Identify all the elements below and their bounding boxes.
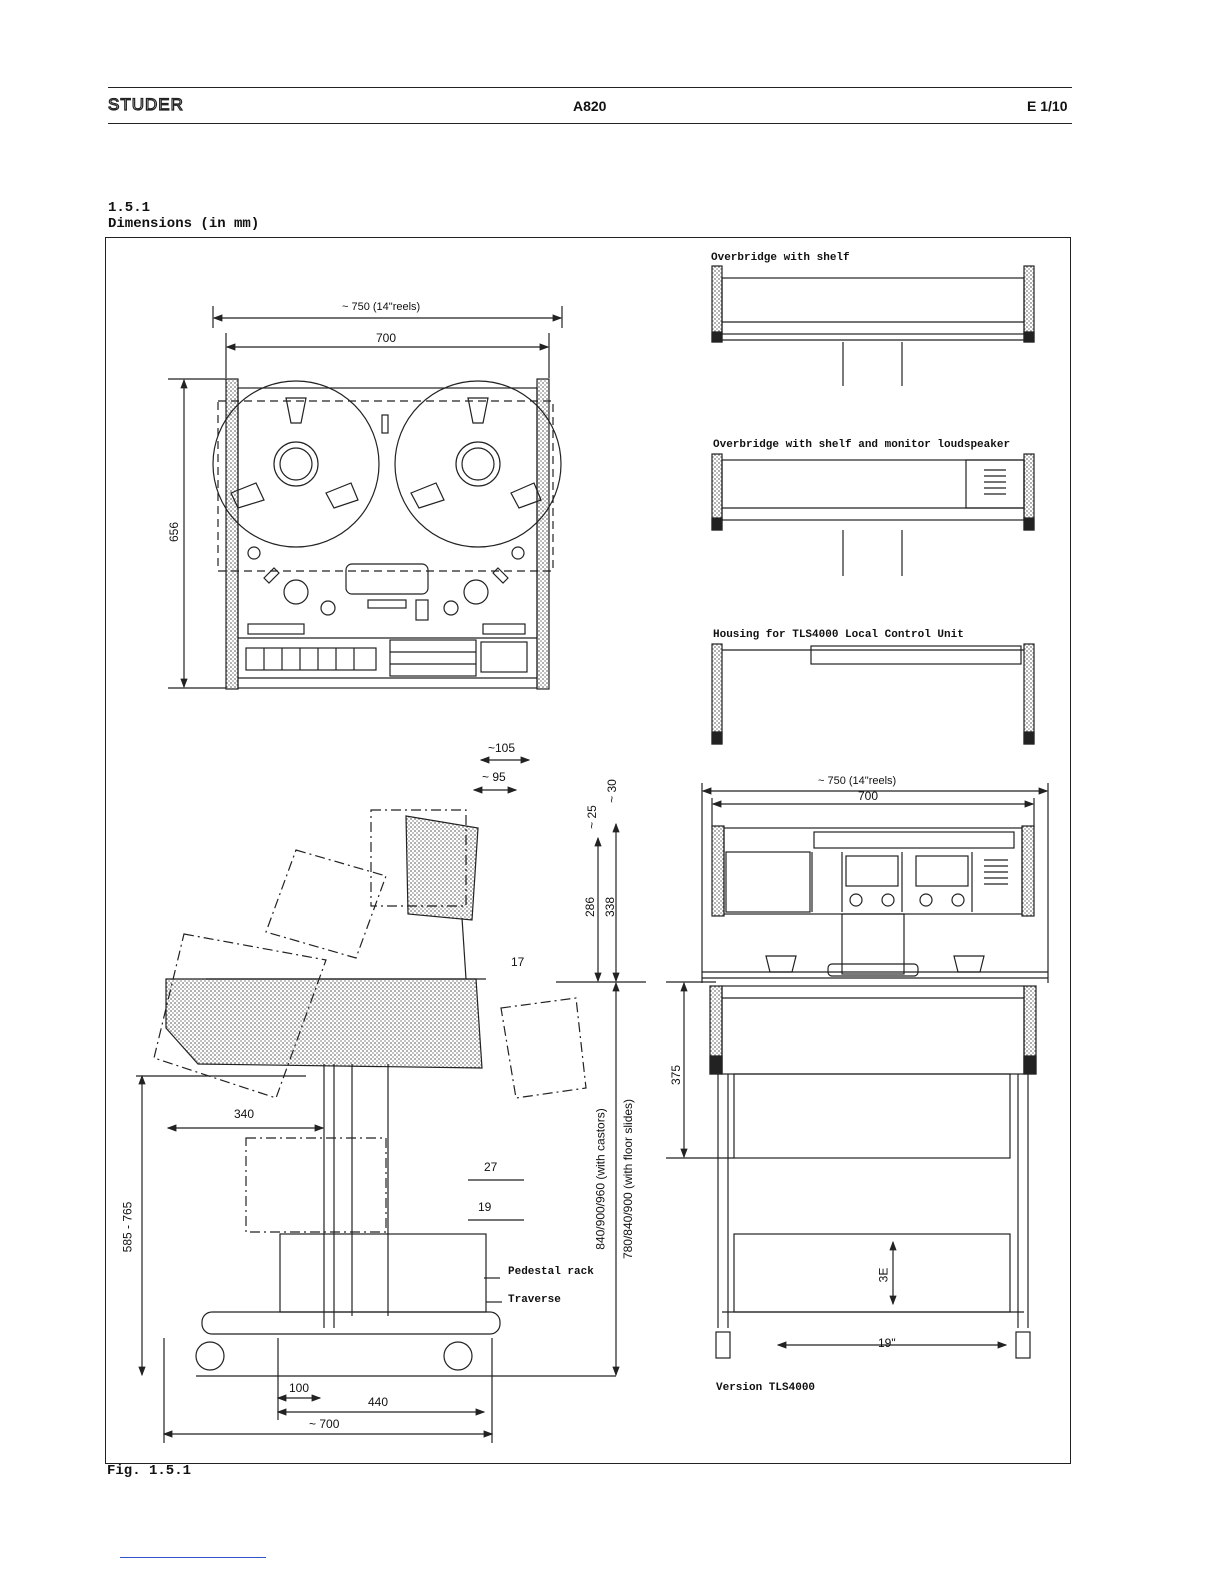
section-number: 1.5.1: [108, 200, 151, 216]
dim-286: 286: [583, 896, 598, 918]
dim-castors: 840/900/960 (with castors): [593, 1108, 608, 1250]
dim-105: ~105: [488, 741, 516, 755]
dim-width-top: 700: [376, 331, 397, 345]
label-traverse: Traverse: [508, 1294, 561, 1306]
label-pedestal-rack: Pedestal rack: [508, 1266, 594, 1278]
dim-19: 19: [478, 1200, 492, 1214]
label-version: Version TLS4000: [716, 1382, 816, 1394]
housing-tls-panel: [711, 643, 1035, 745]
dim-3e: 3E: [876, 1267, 891, 1283]
figure-frame: ~ 750 (14"reels) 700 656 Overbridge with…: [105, 237, 1071, 1464]
overbridge-shelf-panel: [711, 265, 1035, 386]
label-overbridge-speaker: Overbridge with shelf and monitor loudsp…: [713, 439, 1011, 451]
header-top-rule: [108, 87, 1072, 88]
model-name: A820: [573, 98, 607, 114]
side-view: [136, 756, 646, 1443]
dim-375: 375: [669, 1064, 684, 1086]
dim-25: ~ 25: [584, 805, 599, 829]
overbridge-speaker-panel: [711, 453, 1035, 576]
label-housing-tls: Housing for TLS4000 Local Control Unit: [713, 629, 964, 641]
figure-caption: Fig. 1.5.1: [107, 1463, 192, 1479]
dim-585-765: 585 - 765: [120, 1201, 135, 1253]
section-title: Dimensions (in mm): [108, 216, 260, 232]
dim-reels-top: ~ 750 (14"reels): [342, 301, 421, 313]
dim-19in: 19": [878, 1336, 896, 1350]
dim-440: 440: [368, 1395, 389, 1409]
dim-width-front: 700: [858, 789, 879, 803]
dim-700-side: ~ 700: [309, 1417, 340, 1431]
dim-27: 27: [484, 1160, 498, 1174]
top-view-recorder: [168, 306, 563, 690]
dimension-drawing: [136, 265, 1049, 1443]
brand-logo: STUDER: [107, 94, 184, 114]
label-overbridge-shelf: Overbridge with shelf: [711, 252, 850, 264]
dim-30: ~ 30: [604, 779, 619, 803]
page-number: E 1/10: [1027, 98, 1068, 114]
dim-338: 338: [603, 896, 618, 918]
front-view: [666, 783, 1049, 1359]
dim-17: 17: [511, 955, 525, 969]
dim-height-top: 656: [167, 521, 182, 543]
dim-slides: 780/840/900 (with floor slides): [621, 1098, 636, 1260]
footer-link-line: [120, 1557, 266, 1558]
dim-95: ~ 95: [482, 770, 506, 784]
dim-reels-front: ~ 750 (14"reels): [818, 775, 897, 787]
dim-340: 340: [234, 1107, 255, 1121]
header-bottom-rule: [108, 123, 1072, 124]
dim-100: 100: [289, 1381, 310, 1395]
